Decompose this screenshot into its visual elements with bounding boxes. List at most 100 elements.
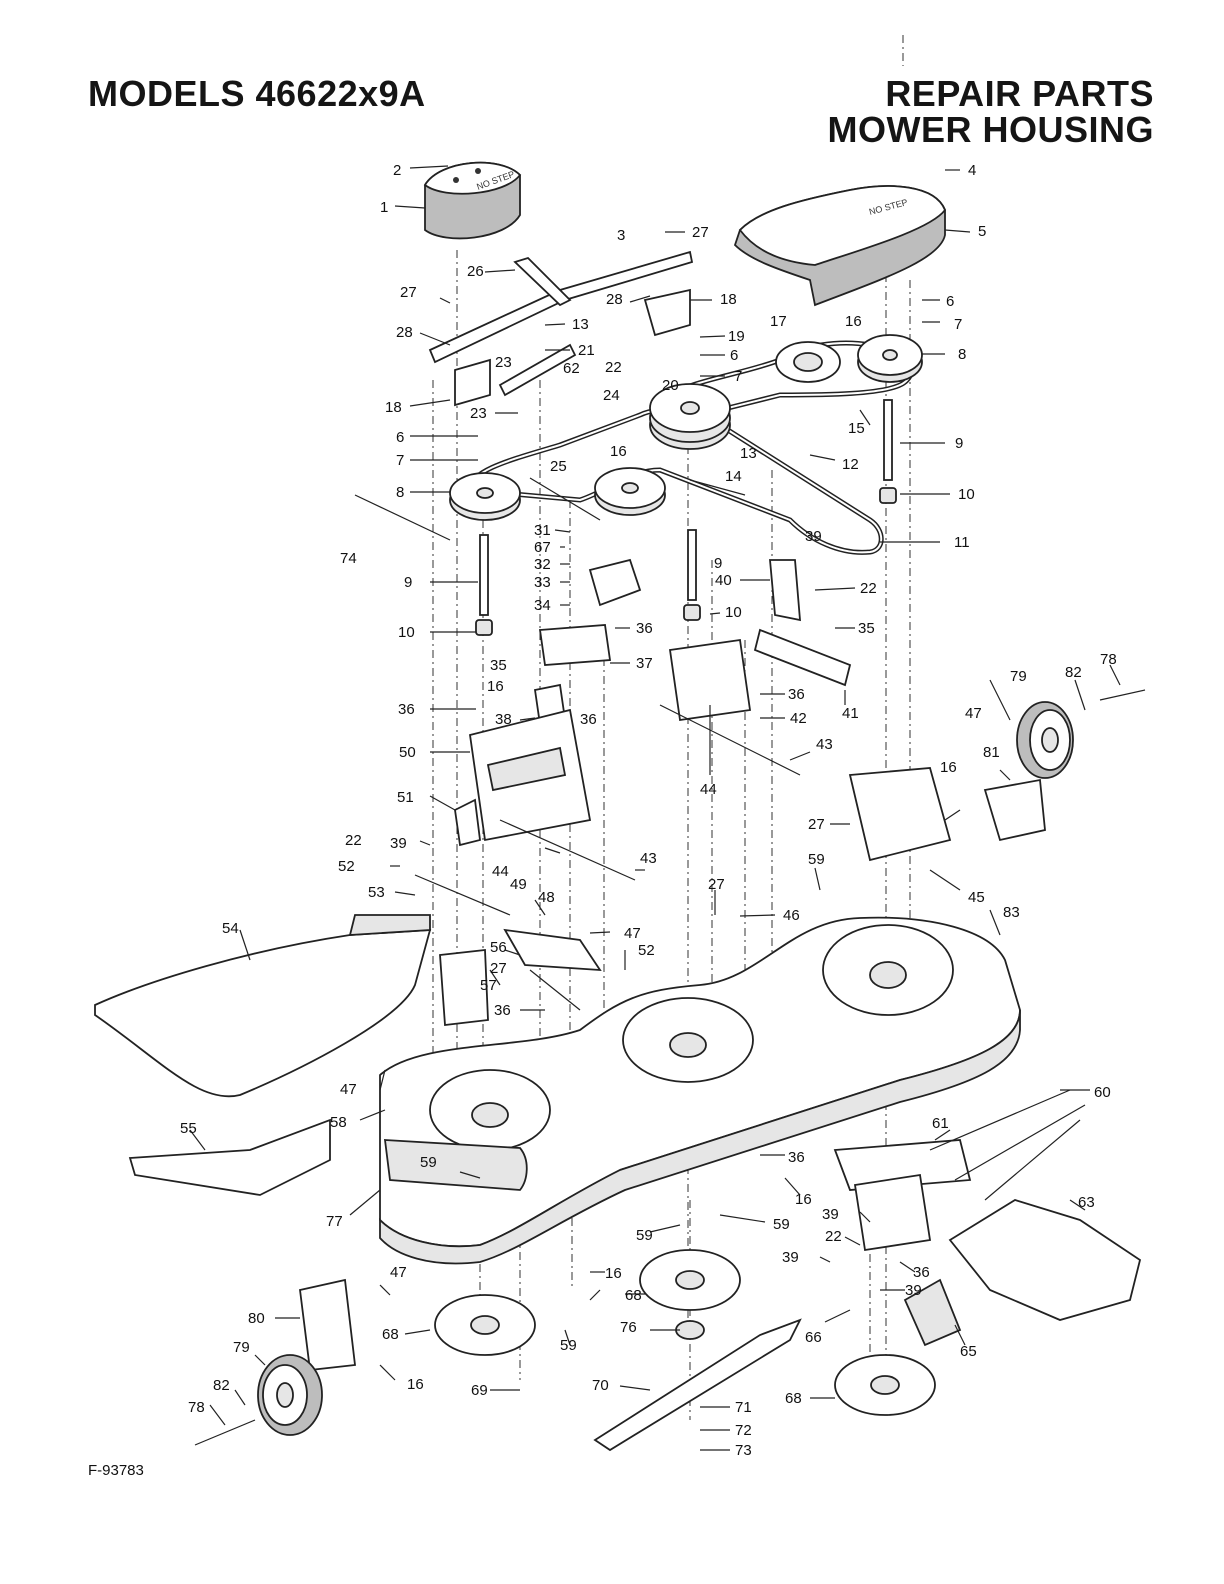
callout-43-right: 43 (816, 736, 833, 753)
figure-code: F-93783 (88, 1462, 144, 1479)
callout-82-left: 82 (213, 1377, 230, 1394)
callout-36-lower: 36 (788, 1149, 805, 1166)
callout-78-right: 78 (1100, 651, 1117, 668)
callout-18-right: 18 (720, 291, 737, 308)
callout-57: 57 (480, 977, 497, 994)
callout-23-top: 23 (495, 354, 512, 371)
callout-68-left: 68 (382, 1326, 399, 1343)
spindles (475, 399, 897, 636)
callout-5: 5 (978, 223, 986, 240)
callout-6-mid: 6 (730, 347, 738, 364)
callout-59-bottom: 59 (560, 1337, 577, 1354)
callout-56: 56 (490, 939, 507, 956)
callout-48: 48 (538, 889, 555, 906)
callout-60: 60 (1094, 1084, 1111, 1101)
callout-34: 34 (534, 597, 551, 614)
callout-27-chute: 27 (490, 960, 507, 977)
callout-79-left: 79 (233, 1339, 250, 1356)
callouts: 2 1 4 5 3 27 26 27 28 18 13 28 23 21 62 … (180, 162, 1117, 1459)
callout-16-left: 16 (487, 678, 504, 695)
callout-14: 14 (725, 468, 742, 485)
callout-10-right: 10 (958, 486, 975, 503)
callout-47-mid: 47 (624, 925, 641, 942)
callout-71: 71 (735, 1399, 752, 1416)
callout-33: 33 (534, 574, 551, 591)
callout-72: 72 (735, 1422, 752, 1439)
models-title: MODELS 46622x9A (88, 73, 426, 114)
callout-76: 76 (620, 1319, 637, 1336)
callout-7-right: 7 (954, 316, 962, 333)
callout-59-mid: 59 (636, 1227, 653, 1244)
callout-61: 61 (932, 1115, 949, 1132)
callout-44-left: 44 (492, 863, 509, 880)
callout-41: 41 (842, 705, 859, 722)
callout-73: 73 (735, 1442, 752, 1459)
callout-53: 53 (368, 884, 385, 901)
callout-25: 25 (550, 458, 567, 475)
callout-36-bracket: 36 (580, 711, 597, 728)
callout-44-right: 44 (700, 781, 717, 798)
callout-68-right: 68 (785, 1390, 802, 1407)
chute-deflector (128, 1118, 331, 1196)
callout-17: 17 (770, 313, 787, 330)
callout-42: 42 (790, 710, 807, 727)
callout-36-chute: 36 (494, 1002, 511, 1019)
callout-10-left: 10 (398, 624, 415, 641)
callout-22-lower: 22 (825, 1228, 842, 1245)
callout-47-left: 47 (340, 1081, 357, 1098)
callout-13-mid: 13 (740, 445, 757, 462)
callout-65: 65 (960, 1343, 977, 1360)
callout-27-left: 27 (400, 284, 417, 301)
callout-58: 58 (330, 1114, 347, 1131)
left-belt-cover: NO STEP (423, 161, 522, 240)
callout-50: 50 (399, 744, 416, 761)
callout-31: 31 (534, 522, 551, 539)
callout-74: 74 (340, 550, 357, 567)
callout-13-top: 13 (572, 316, 589, 333)
callout-52-right: 52 (638, 942, 655, 959)
callout-21: 21 (578, 342, 595, 359)
callout-39-top: 39 (805, 528, 822, 545)
callout-20: 20 (662, 377, 679, 394)
callout-39-lower-left: 39 (782, 1249, 799, 1266)
callout-18-left: 18 (385, 399, 402, 416)
callout-47-right: 47 (965, 705, 982, 722)
callout-43-left: 43 (640, 850, 657, 867)
callout-22-right: 22 (860, 580, 877, 597)
callout-7-mid: 7 (734, 368, 742, 385)
callout-70: 70 (592, 1377, 609, 1394)
callout-9-mid: 9 (714, 555, 722, 572)
pulleys (449, 334, 923, 521)
callout-36-bottom: 36 (913, 1264, 930, 1281)
callout-68-mid: 68 (625, 1287, 642, 1304)
mower-housing-title: MOWER HOUSING (827, 109, 1154, 150)
callout-37: 37 (636, 655, 653, 672)
callout-32: 32 (534, 556, 551, 573)
lower-parts (194, 494, 1146, 1452)
callout-59-right: 59 (808, 851, 825, 868)
repair-parts-title: REPAIR PARTS (885, 73, 1154, 114)
discharge-chute (94, 914, 432, 1098)
gauge-wheels (257, 701, 1074, 1436)
callout-27-mid: 27 (708, 876, 725, 893)
callout-4: 4 (968, 162, 976, 179)
callout-38: 38 (495, 711, 512, 728)
callout-12: 12 (842, 456, 859, 473)
callout-39-left: 39 (390, 835, 407, 852)
callout-36-left: 36 (398, 701, 415, 718)
callout-16-bottom-mid: 16 (605, 1265, 622, 1282)
callout-52-left: 52 (338, 858, 355, 875)
callout-28-left: 28 (396, 324, 413, 341)
callout-39-lower-right: 39 (905, 1282, 922, 1299)
callout-27-right: 27 (808, 816, 825, 833)
callout-63: 63 (1078, 1194, 1095, 1211)
callout-16-top: 16 (845, 313, 862, 330)
callout-3: 3 (617, 227, 625, 244)
callout-36-mid: 36 (636, 620, 653, 637)
callout-7-left: 7 (396, 452, 404, 469)
callout-45: 45 (968, 889, 985, 906)
callout-15: 15 (848, 420, 865, 437)
callout-35-right: 35 (858, 620, 875, 637)
callout-59-lower-right: 59 (773, 1216, 790, 1233)
callout-8-left: 8 (396, 484, 404, 501)
